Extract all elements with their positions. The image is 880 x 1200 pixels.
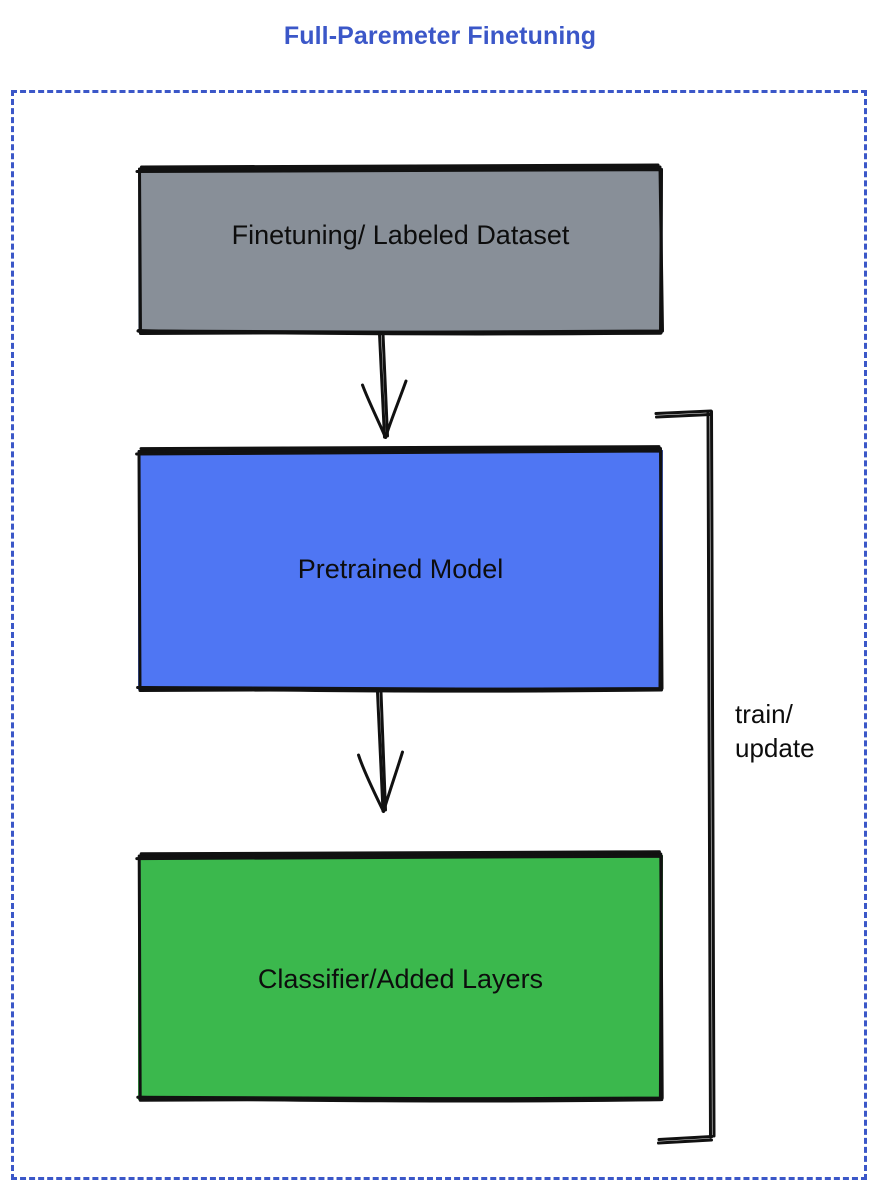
node-label: Pretrained Model xyxy=(297,554,504,584)
feedback-loop-label-line2: update xyxy=(735,733,815,763)
arrow-dataset-to-pretrained xyxy=(361,332,408,439)
feedback-loop-label-line1: train/ xyxy=(735,699,793,729)
node-sketch-border xyxy=(135,445,664,693)
node-sketch-border xyxy=(135,850,664,1103)
node-pretrained-model[interactable]: Pretrained Model xyxy=(135,445,664,693)
node-label: Finetuning/ Labeled Dataset xyxy=(231,220,570,250)
feedback-loop-label: train/ update xyxy=(735,697,815,765)
node-fill xyxy=(138,168,663,333)
node-label: Classifier/Added Layers xyxy=(257,964,544,994)
arrow-pretrained-to-classifier xyxy=(357,690,404,813)
page-title: Full-Paremeter Finetuning xyxy=(283,22,597,50)
node-fill xyxy=(138,450,663,690)
node-classifier-added-layers[interactable]: Classifier/Added Layers xyxy=(135,850,664,1103)
node-sketch-border xyxy=(135,163,664,336)
node-finetuning-dataset[interactable]: Finetuning/ Labeled Dataset xyxy=(135,163,664,336)
node-fill xyxy=(138,855,663,1100)
